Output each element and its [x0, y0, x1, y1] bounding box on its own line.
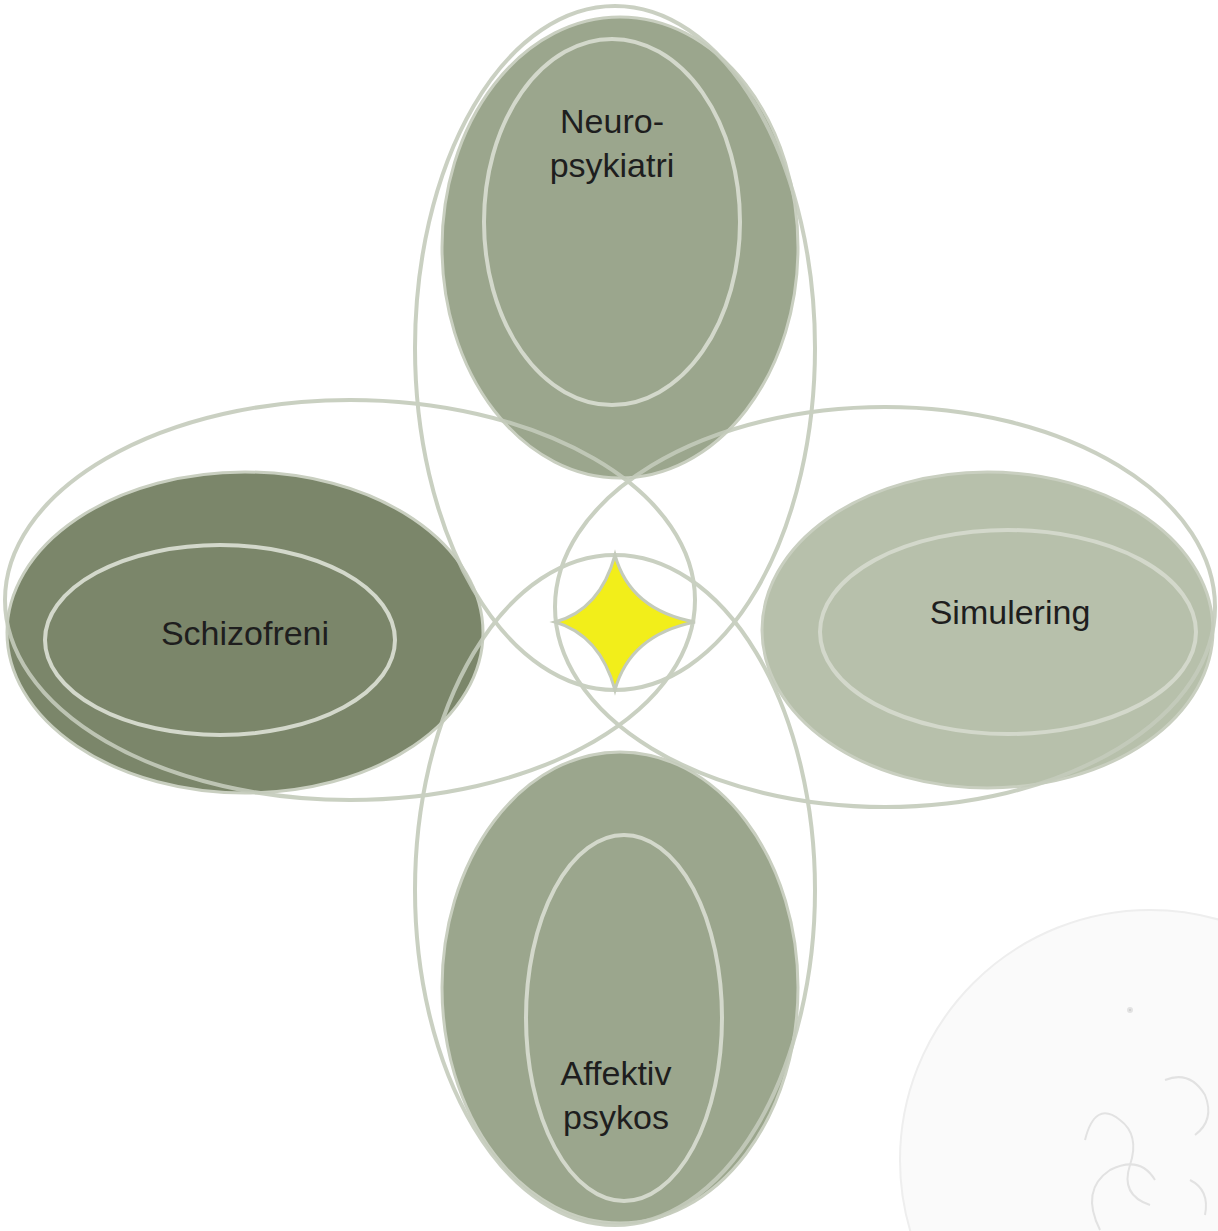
outer-petal-outline [555, 407, 1215, 807]
petal-node: Affektiv psykos [440, 750, 800, 1225]
inner-ring [484, 39, 740, 405]
petal-node: Simulering [760, 470, 1215, 790]
petal-fill [442, 17, 798, 478]
center-star [555, 555, 695, 690]
petal-shape [440, 15, 800, 480]
inner-ring [820, 530, 1196, 734]
petal-node: Neuro- psykiatri [440, 15, 800, 480]
petal-fill [442, 752, 798, 1223]
brain-watermark [900, 910, 1218, 1231]
outer-petal-outline [415, 555, 815, 1225]
petal-label: Affektiv psykos [531, 1051, 701, 1139]
petal-label: Neuro- psykiatri [512, 99, 712, 187]
outer-petal-outline [5, 400, 695, 800]
petal-shape [440, 750, 800, 1225]
outer-petal-outline [415, 6, 815, 690]
petal-label: Schizofreni [85, 611, 405, 655]
petal-fill [7, 472, 483, 793]
petal-fill [762, 472, 1213, 788]
inner-ring [526, 835, 722, 1201]
petal-node: Schizofreni [5, 470, 485, 795]
petal-label: Simulering [850, 590, 1170, 634]
